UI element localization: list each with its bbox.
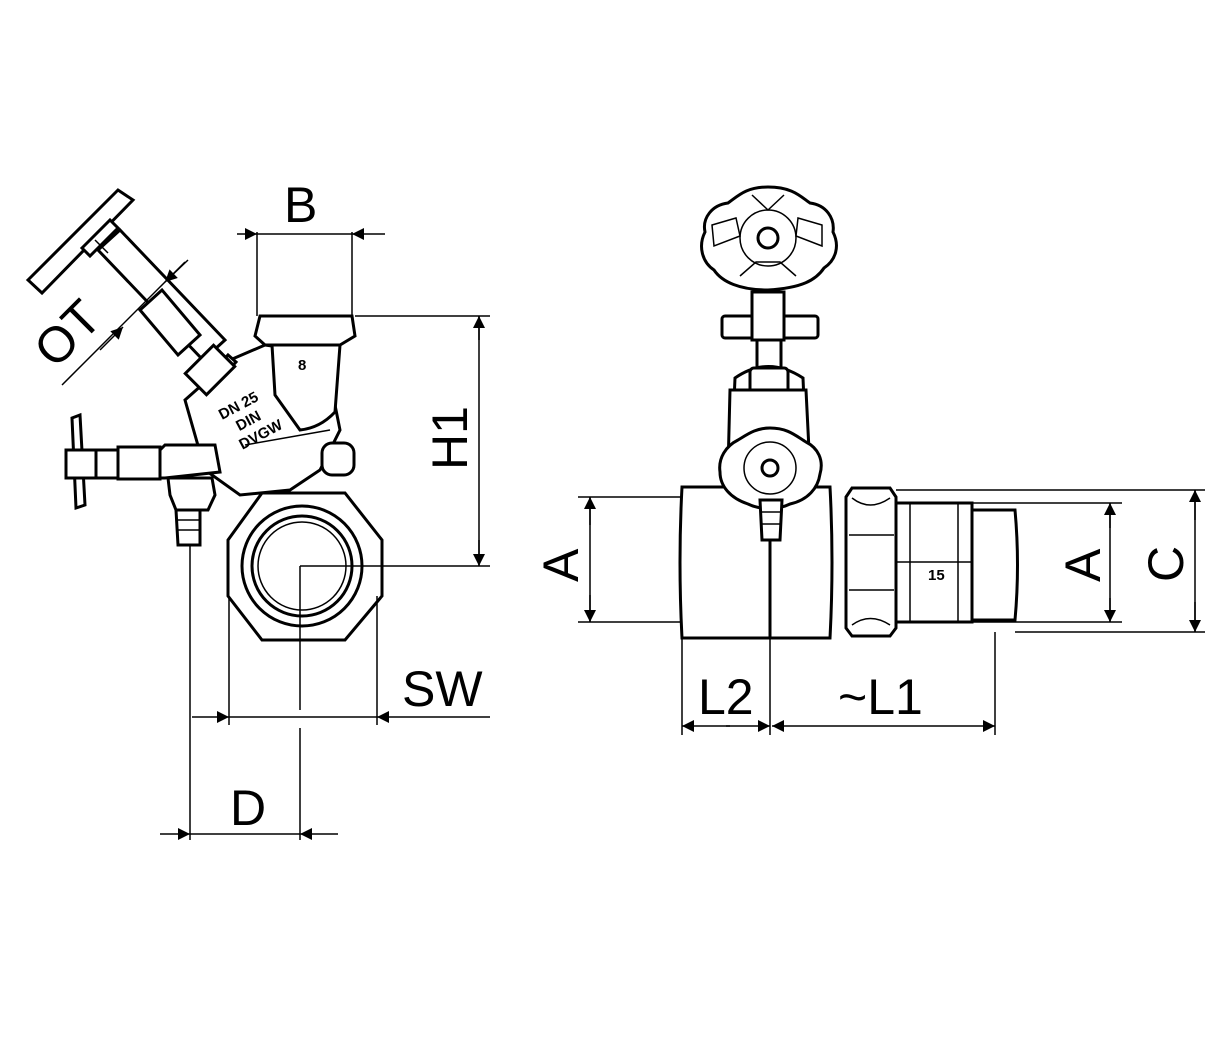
dim-A-right: A [972, 502, 1122, 623]
hex-union-nut [844, 486, 898, 638]
dim-label-L2: L2 [698, 669, 754, 725]
left-view: 8 [23, 177, 490, 840]
dim-label-D: D [230, 780, 266, 836]
right-tail [970, 508, 1019, 622]
dim-label-A-left: A [533, 548, 589, 582]
dim-B: B [237, 177, 385, 316]
side-plug [320, 441, 356, 477]
dim-C: C [896, 489, 1205, 633]
dim-label-B: B [284, 177, 317, 233]
right-view: 15 [533, 185, 1205, 735]
drain-nipple [758, 498, 784, 638]
socket-mark: 8 [298, 357, 306, 374]
drain-valve [64, 412, 222, 547]
handwheel-small [718, 426, 823, 510]
dim-L2: L2 [681, 638, 771, 735]
dim-label-C: C [1138, 546, 1194, 582]
handwheel-top [700, 185, 838, 292]
angled-stem [95, 227, 239, 397]
dim-H1: H1 [355, 315, 490, 566]
dim-label-H1: H1 [422, 406, 478, 470]
handwheel-angled [25, 188, 136, 296]
dim-D: D [160, 545, 338, 840]
dim-L1: ~L1 [772, 632, 996, 735]
dim-label-SW: SW [402, 661, 483, 717]
left-pipe-socket [678, 485, 834, 640]
dim-label-A-right: A [1055, 548, 1111, 582]
dim-label-OT: OT [23, 289, 112, 378]
dim-SW: SW [192, 596, 490, 725]
union-mark: 15 [928, 567, 945, 584]
dim-label-L1: ~L1 [838, 669, 923, 725]
dim-A-left: A [533, 496, 682, 623]
union-body: 15 [894, 501, 974, 624]
